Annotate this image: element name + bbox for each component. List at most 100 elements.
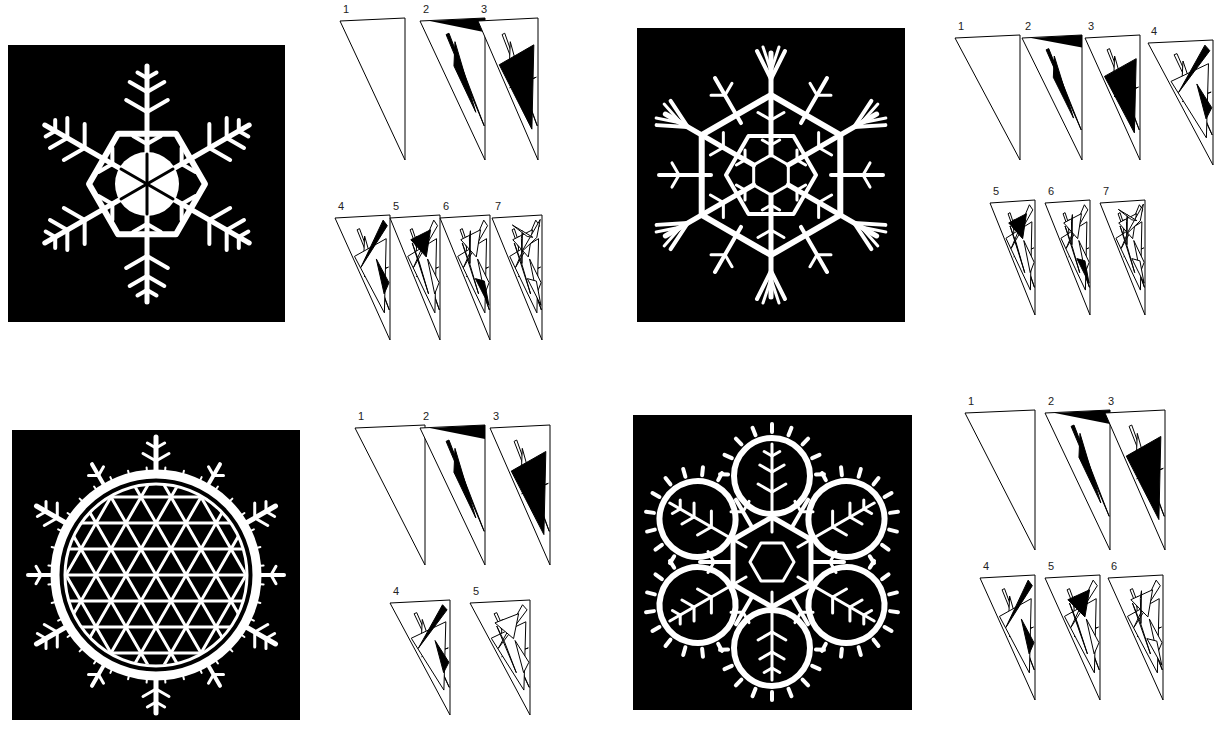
cut-line (74, 220, 95, 244)
cut-line (844, 503, 856, 517)
cut-line (890, 509, 898, 515)
cut-line (740, 501, 752, 511)
cut-line (676, 615, 684, 624)
cut-line (698, 523, 712, 539)
step-number: 1 (343, 3, 349, 15)
ring-tooth (213, 657, 218, 664)
cut-line (708, 562, 714, 572)
cut-line (68, 632, 75, 637)
cut-line (680, 469, 688, 477)
cut-line (801, 507, 813, 517)
cut-line (33, 441, 143, 632)
fold-step (440, 215, 490, 340)
cut-line (227, 215, 244, 235)
cut-line (822, 473, 826, 480)
cut-shape (475, 279, 489, 306)
cut-line (206, 467, 216, 476)
cut-line (788, 689, 791, 696)
cut-line (812, 455, 819, 458)
snowflake-arm (199, 657, 228, 690)
snowflake-arm (121, 169, 147, 184)
cut-line (704, 597, 718, 613)
cut-line (137, 73, 147, 79)
ring-tooth (52, 601, 60, 603)
snowflake (627, 424, 918, 700)
cut-line (889, 590, 897, 598)
cut-line (833, 523, 847, 539)
fold-step (1085, 35, 1140, 160)
cut-line (772, 632, 786, 640)
cut-line (51, 632, 64, 647)
ring-tooth (164, 675, 166, 683)
cut-line (227, 133, 244, 153)
cut-line (660, 227, 685, 246)
cut-line (209, 142, 230, 166)
folded-paper (390, 600, 450, 715)
cut-line (33, 519, 143, 710)
cut-line (717, 203, 730, 218)
cut-line (736, 680, 742, 686)
ring-tooth (48, 565, 56, 567)
hex-ring (89, 134, 205, 234)
step-number: 3 (1088, 20, 1094, 32)
cut-shape (1009, 214, 1027, 239)
cut-line (199, 124, 220, 148)
snowflake-arm (256, 566, 284, 583)
cut-shape (1031, 35, 1082, 48)
cut-line (80, 499, 86, 505)
step-number: 2 (423, 3, 429, 15)
cut-shape (1068, 590, 1090, 617)
cut-line (812, 560, 844, 564)
cut-line (58, 617, 65, 620)
cut-line (227, 499, 233, 505)
cut-line (856, 647, 864, 655)
snowflake-arm (126, 66, 168, 159)
cut-line (857, 104, 882, 123)
cut-line (101, 480, 211, 671)
cut-shape (361, 220, 387, 267)
folded-paper (490, 425, 550, 565)
cut-shape (376, 259, 389, 294)
cut-shape (1053, 56, 1073, 118)
cut-line (760, 652, 772, 659)
cut-line (860, 500, 868, 509)
hex-ring (702, 95, 841, 255)
ring-tooth (256, 583, 264, 585)
cut-line (817, 249, 831, 261)
folded-paper (420, 425, 485, 565)
folded-paper (335, 215, 390, 340)
cut-line (218, 118, 235, 138)
cut-line (763, 47, 771, 71)
cut-line (94, 657, 99, 664)
cut-line (147, 256, 168, 268)
cut-line (699, 467, 705, 475)
cut-line (844, 607, 856, 621)
cut-line (147, 82, 164, 92)
cut-shape (430, 18, 485, 32)
ring-tooth (80, 646, 86, 652)
cut-shape (1071, 425, 1109, 516)
snowflake-arm (147, 184, 173, 199)
cut-line (826, 597, 840, 613)
cut-line (711, 249, 725, 261)
ring-tooth (182, 672, 184, 680)
step-number: 5 (993, 185, 999, 197)
cut-line (143, 689, 156, 697)
cut-line (146, 154, 149, 184)
folded-paper (990, 200, 1035, 315)
fold-step (1045, 410, 1110, 550)
cut-line (164, 467, 167, 475)
cut-line (156, 702, 165, 707)
ring-tooth (146, 467, 148, 475)
cut-line (147, 184, 173, 199)
fold-step (1045, 575, 1100, 700)
cut-line (147, 443, 156, 448)
cut-line (758, 113, 771, 121)
step-number: 5 (1048, 560, 1054, 572)
cut-line (101, 480, 211, 671)
cut-line (731, 507, 743, 517)
step-number: 5 (473, 585, 479, 597)
cut-line (156, 689, 169, 697)
cut-shape (1077, 259, 1089, 283)
